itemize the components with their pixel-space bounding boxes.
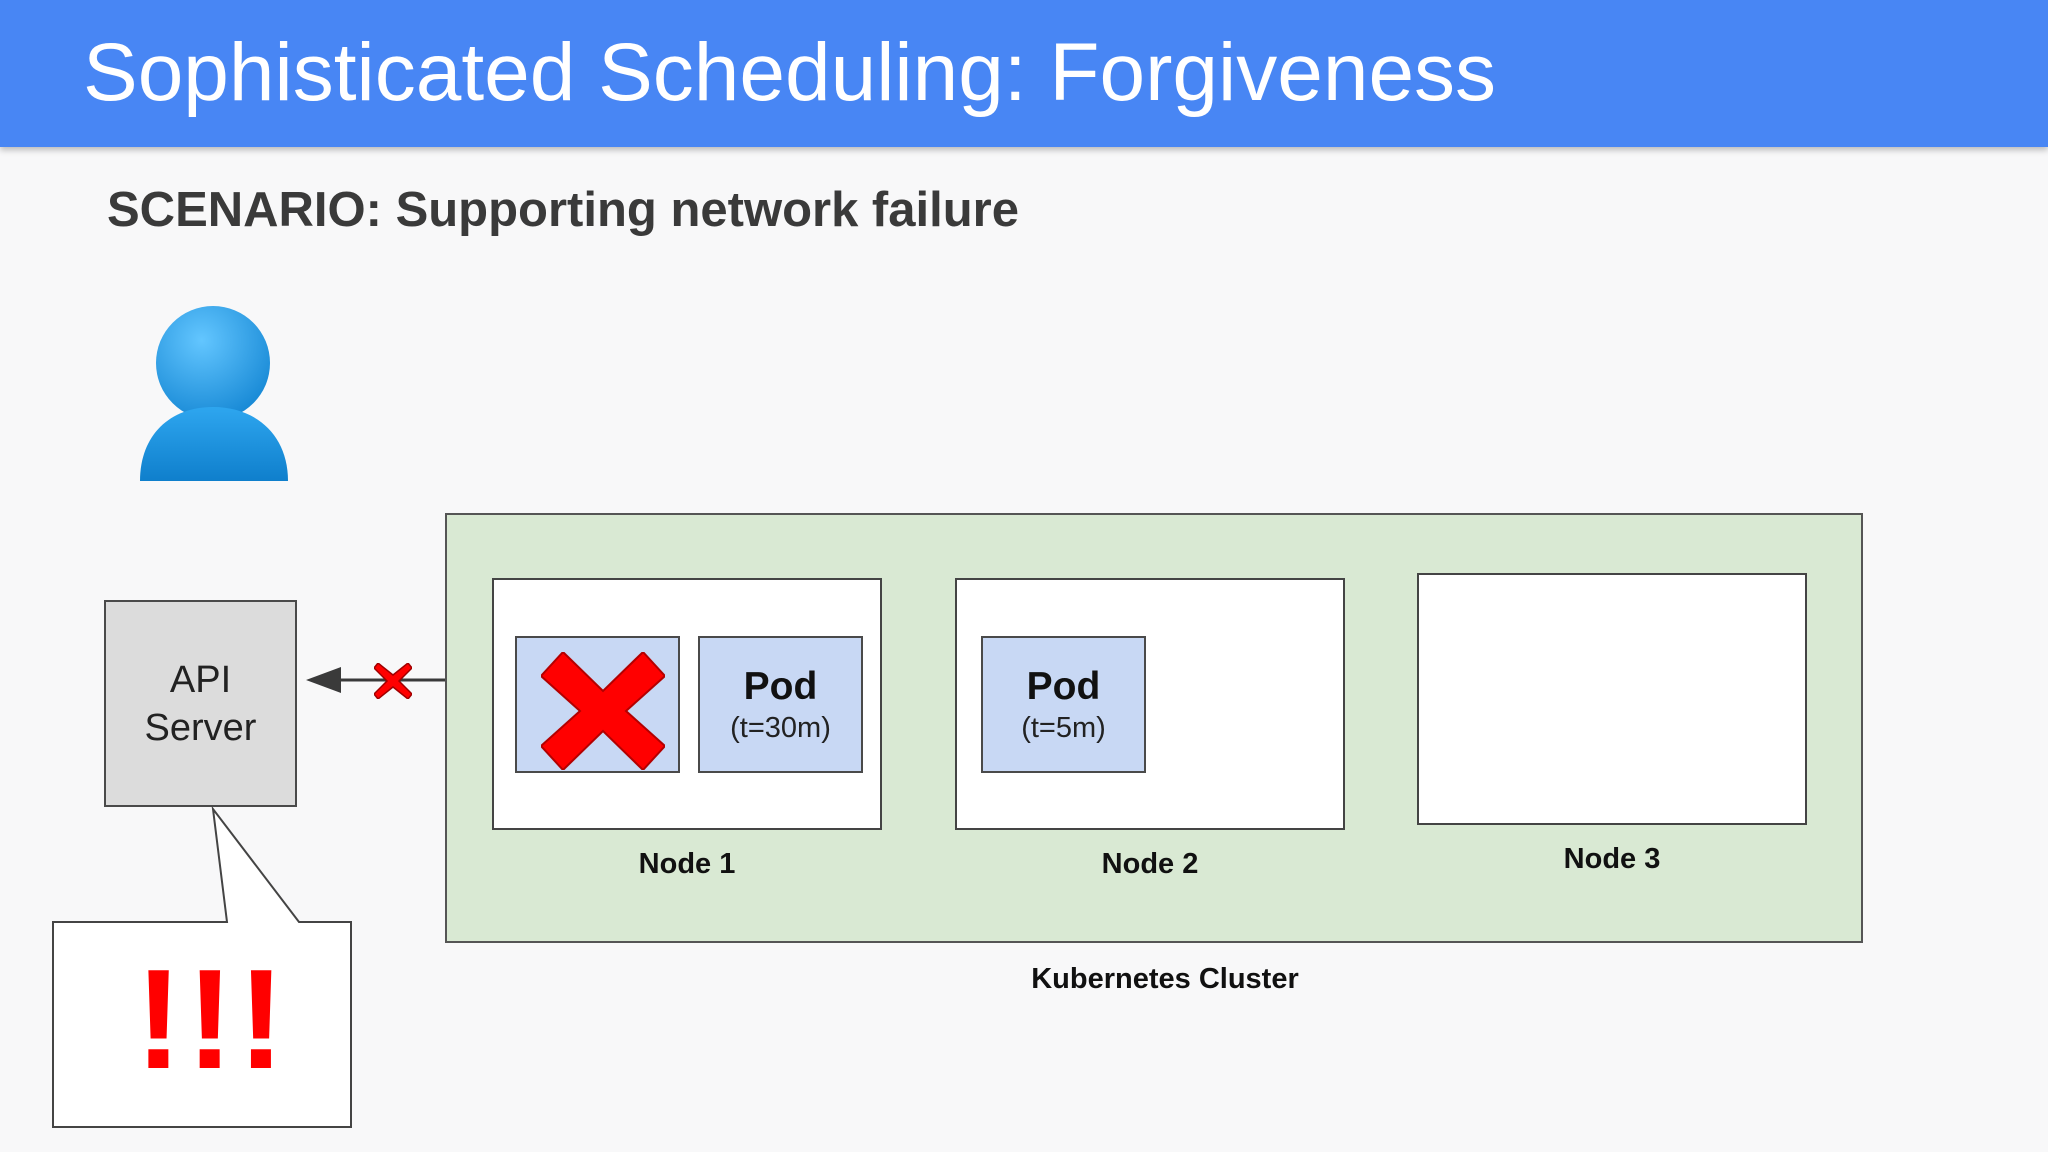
- red-x-icon: [541, 652, 665, 770]
- pod-node1: Pod (t=30m): [698, 636, 863, 773]
- pod-toleration: (t=30m): [730, 711, 831, 744]
- pod-name: Pod: [743, 664, 818, 708]
- node-3-label: Node 3: [1563, 843, 1661, 875]
- pod-toleration: (t=5m): [1021, 711, 1106, 744]
- broken-link-x-icon: [374, 663, 412, 699]
- node-1-label: Node 1: [638, 848, 736, 880]
- scenario-heading: SCENARIO: Supporting network failure: [107, 183, 1019, 237]
- cluster-label: Kubernetes Cluster: [1031, 963, 1299, 995]
- slide-title: Sophisticated Scheduling: Forgiveness: [83, 27, 1497, 118]
- node-2-label: Node 2: [1101, 848, 1199, 880]
- header-bar: Sophisticated Scheduling: Forgiveness: [0, 0, 2048, 147]
- speech-bubble: [52, 805, 352, 1128]
- pod-name: Pod: [1026, 664, 1101, 708]
- pod-node2: Pod (t=5m): [981, 636, 1146, 773]
- user-icon: [140, 306, 288, 481]
- api-server-label: API Server: [144, 658, 257, 749]
- node-3: [1417, 573, 1807, 825]
- alert-exclamations: !!!: [135, 940, 289, 1099]
- api-server-box: API Server: [104, 600, 297, 807]
